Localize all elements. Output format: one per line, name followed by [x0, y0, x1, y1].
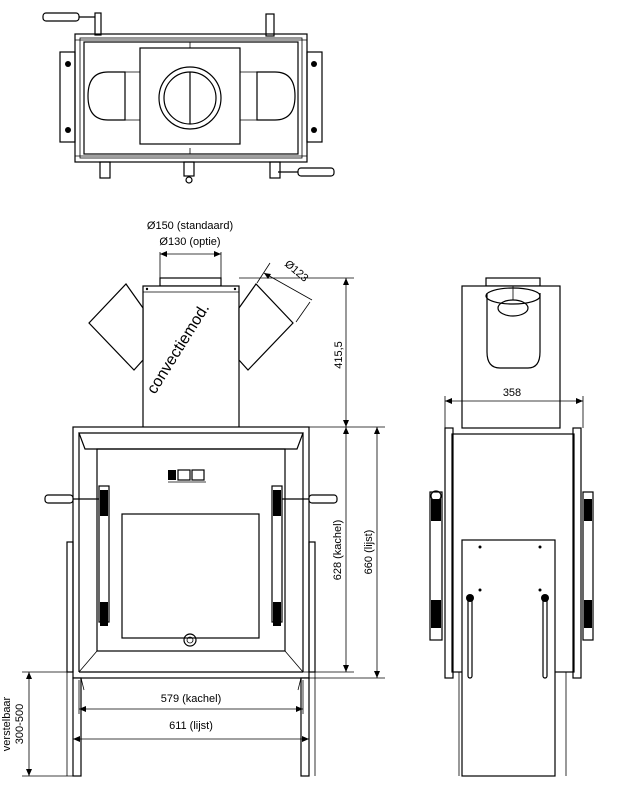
side-flue-stub — [485, 277, 541, 287]
side-frame-front — [444, 427, 454, 679]
flue-outer — [158, 66, 222, 130]
duct-left-angled — [88, 283, 144, 371]
front-view: Ø150 (standaard) Ø130 (optie) Ø123 conve… — [1, 220, 385, 777]
glass-window — [121, 513, 260, 639]
duct-right — [256, 71, 296, 121]
duct-right-angled — [238, 283, 294, 371]
leg-back-left — [66, 541, 74, 673]
top-bolt — [265, 13, 275, 37]
top-handle-right — [297, 167, 335, 177]
side-view: 358 — [429, 277, 594, 777]
flue-stub — [159, 277, 222, 287]
side-frame-back — [572, 427, 582, 679]
foot — [99, 161, 111, 179]
flue-standard-label: Ø150 (standaard) — [147, 220, 233, 232]
front-handle-left — [44, 494, 74, 504]
bracket-left — [59, 51, 76, 143]
leg-left — [72, 677, 82, 777]
logo — [168, 469, 206, 483]
module-height-label: 415,5 — [333, 341, 345, 369]
flue-option-label: Ø130 (optie) — [159, 236, 220, 248]
stove-height-label: 628 (kachel) — [332, 520, 344, 581]
stove-door — [96, 448, 286, 652]
control-knob — [183, 633, 197, 647]
handle-mount — [94, 12, 102, 36]
stove-frame — [72, 426, 310, 679]
foot — [269, 161, 281, 179]
frame-height-label: 660 (lijst) — [363, 530, 375, 575]
leg-adjustable-label: verstelbaar — [1, 696, 13, 751]
side-hinge-right — [582, 491, 594, 641]
leg-back-right — [308, 541, 316, 673]
front-handle-right — [308, 494, 338, 504]
bracket-right — [306, 51, 323, 143]
side-back-plate — [461, 539, 556, 777]
leg-right — [300, 677, 310, 777]
side-convection-module — [461, 285, 561, 429]
frame-width-label: 611 (lijst) — [169, 720, 213, 732]
top-view — [42, 12, 335, 184]
convection-module — [142, 285, 240, 429]
stove-width-label: 579 (kachel) — [161, 693, 222, 705]
leg-range-label: 300-500 — [14, 704, 26, 744]
depth-label: 358 — [503, 387, 521, 399]
duct-left — [87, 71, 126, 121]
convection-diameter-label: Ø123 — [282, 258, 310, 284]
foot — [183, 161, 195, 177]
top-handle-left — [42, 12, 80, 22]
side-flue-pipe — [486, 293, 541, 369]
